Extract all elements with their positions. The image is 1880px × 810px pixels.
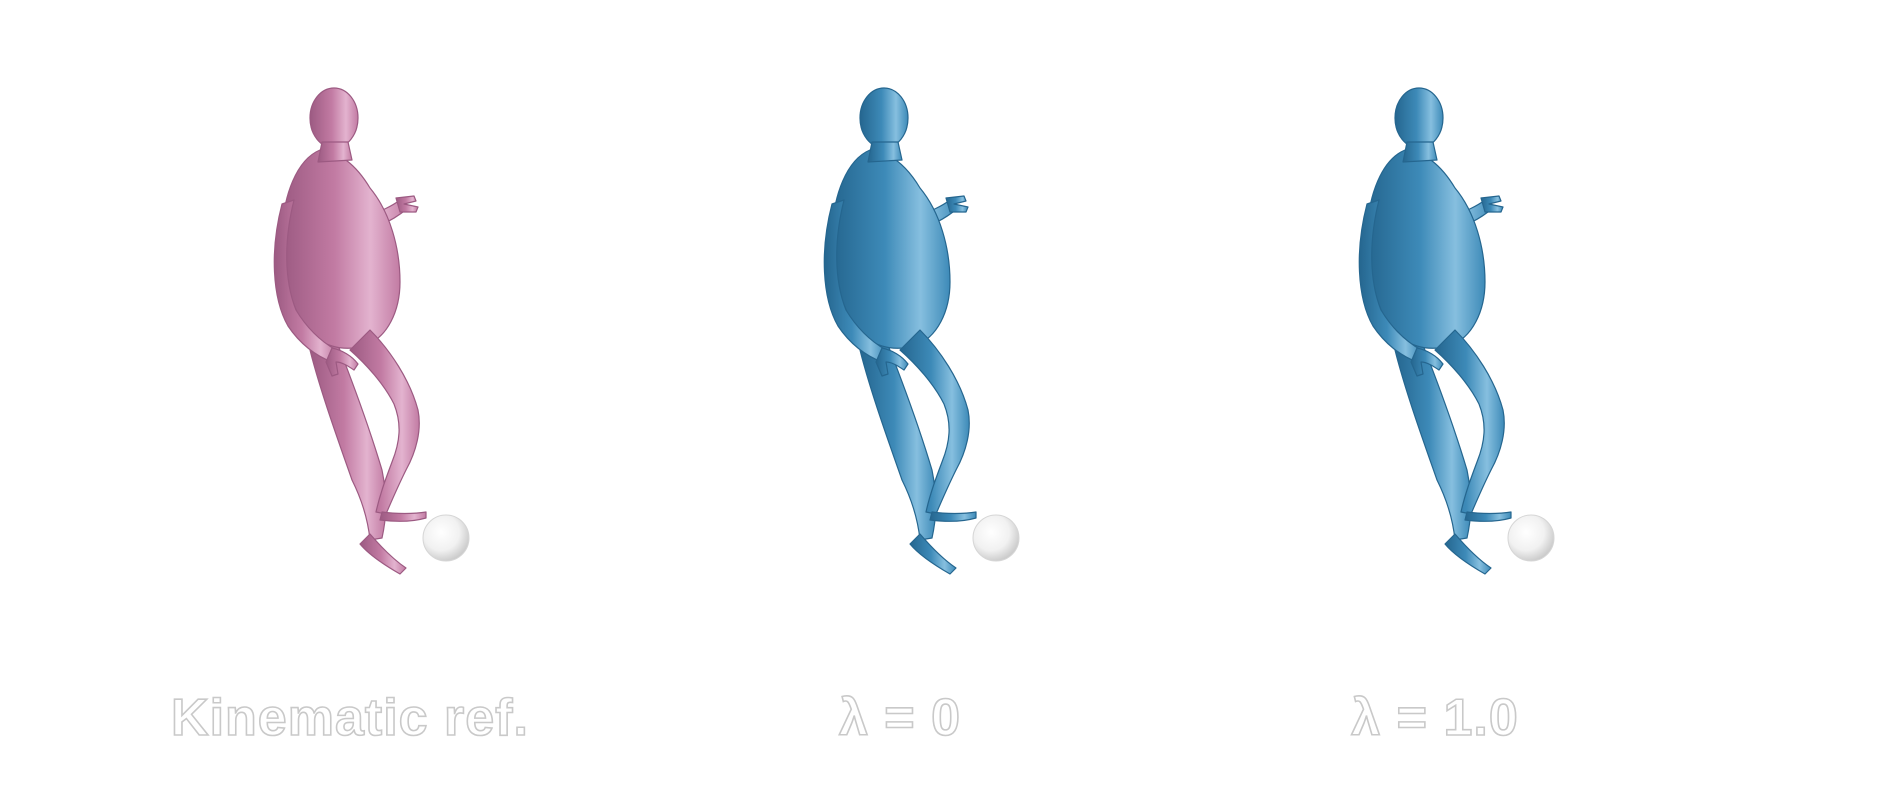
back-leg (1394, 329, 1472, 541)
panel-lambda-0: λ = 0 (620, 0, 1180, 810)
human-figure-kinematic-ref (273, 87, 470, 575)
panel-kinematic-ref: Kinematic ref. (70, 0, 630, 810)
front-leg (1434, 329, 1505, 515)
near-hand (875, 347, 909, 377)
human-body (1358, 87, 1512, 575)
panel-lambda-1: λ = 1.0 (1155, 0, 1715, 810)
soccer-ball (1507, 514, 1555, 562)
front-leg (899, 329, 970, 515)
far-hand (1480, 195, 1504, 213)
human-body (823, 87, 977, 575)
head (309, 87, 359, 149)
near-hand (1410, 347, 1444, 377)
human-body (273, 87, 427, 575)
front-foot (929, 511, 977, 522)
front-foot (1464, 511, 1512, 522)
back-foot (1444, 533, 1492, 575)
front-foot (379, 511, 427, 522)
neck (1402, 141, 1438, 163)
back-foot (359, 533, 407, 575)
far-hand (395, 195, 419, 213)
front-leg (349, 329, 420, 515)
soccer-ball (972, 514, 1020, 562)
back-leg (309, 329, 387, 541)
human-figure-lambda-0 (823, 87, 1020, 575)
near-hand (325, 347, 359, 377)
head (1394, 87, 1444, 149)
caption-kinematic-ref: Kinematic ref. (170, 688, 529, 748)
head (859, 87, 909, 149)
neck (867, 141, 903, 163)
back-leg (859, 329, 937, 541)
back-foot (909, 533, 957, 575)
soccer-ball (422, 514, 470, 562)
caption-lambda-1: λ = 1.0 (1350, 688, 1519, 748)
caption-lambda-0: λ = 0 (838, 688, 962, 748)
human-figure-lambda-1 (1358, 87, 1555, 575)
far-hand (945, 195, 969, 213)
neck (317, 141, 353, 163)
